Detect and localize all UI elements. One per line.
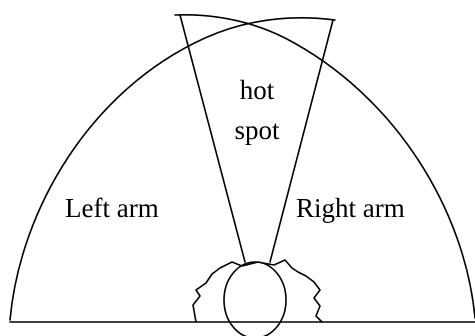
left-arm-label: Left arm bbox=[65, 193, 159, 223]
right-arm-boundary bbox=[174, 14, 475, 319]
left-arm-boundary bbox=[9, 17, 336, 321]
right-arm-label: Right arm bbox=[296, 193, 405, 223]
hot-spot-right-side bbox=[269, 19, 334, 263]
animal-body-blob bbox=[192, 259, 323, 323]
hot-spot-label-line2: spot bbox=[234, 115, 280, 145]
animal-head-ellipse bbox=[223, 261, 287, 336]
hot-spot-left-side bbox=[179, 14, 246, 263]
hot-spot-label-line1: hot bbox=[240, 75, 275, 105]
